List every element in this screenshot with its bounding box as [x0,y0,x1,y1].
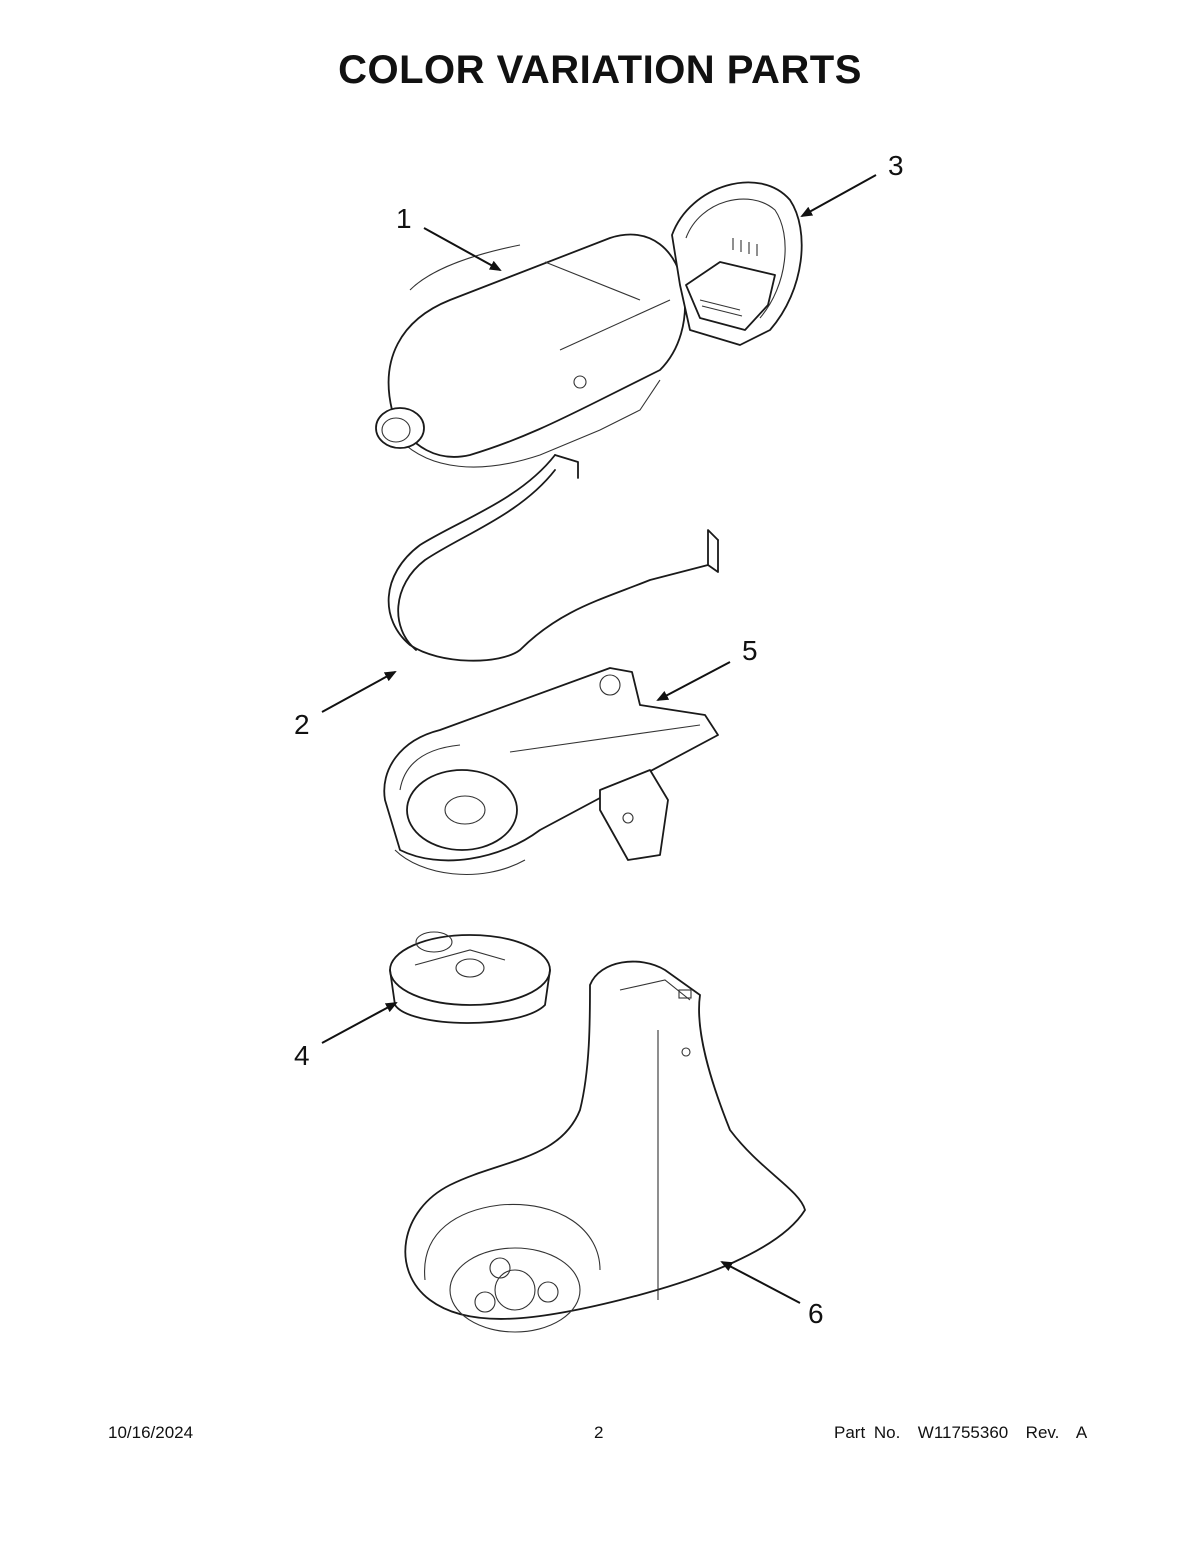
callout-arrow-5 [656,661,731,701]
callout-arrow-3 [800,174,877,217]
footer-page-number: 2 [594,1423,604,1442]
callout-arrow-2 [321,671,397,713]
footer-part-number: Part No. W11755360 Rev. A [834,1423,1088,1442]
callout-label-3: 3 [888,150,904,181]
part-3-rear-cover [671,181,803,346]
part-5-frame [383,667,719,876]
callout-arrow-1 [423,227,502,271]
callout-arrows [321,174,877,1304]
callout-label-2: 2 [294,709,310,740]
footer-date: 10/16/2024 [108,1423,194,1442]
page-title: COLOR VARIATION PARTS [338,48,862,92]
callout-label-5: 5 [742,635,758,666]
callout-label-1: 1 [396,203,412,234]
callout-arrow-6 [720,1261,801,1304]
callout-arrow-4 [321,1002,398,1044]
part-6-pedestal-base [404,960,806,1333]
callout-label-4: 4 [294,1040,310,1071]
part-4-planetary-housing [389,931,551,1024]
part-2-trim-band [387,454,719,662]
part-1-motor-housing [375,233,686,468]
callout-label-6: 6 [808,1298,824,1329]
